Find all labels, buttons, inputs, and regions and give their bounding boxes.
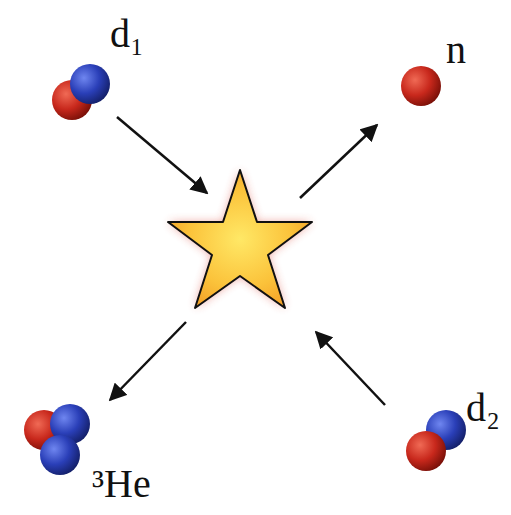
outgoing-arrow (300, 125, 377, 198)
incoming-arrow (117, 117, 207, 193)
particle-label: n (446, 28, 466, 72)
incoming-arrow (316, 332, 385, 405)
deuteron-2 (406, 410, 466, 471)
fusion-star (168, 170, 312, 308)
particle-label: d₂ (466, 386, 500, 430)
particle-label: ³He (92, 462, 151, 506)
star-glow (168, 170, 312, 308)
helium-3 (24, 404, 90, 475)
particle-label: d₁ (110, 12, 144, 56)
outgoing-arrow (110, 322, 186, 400)
deuteron-1 (52, 64, 110, 120)
neutron (401, 66, 441, 106)
arrows (110, 117, 385, 405)
